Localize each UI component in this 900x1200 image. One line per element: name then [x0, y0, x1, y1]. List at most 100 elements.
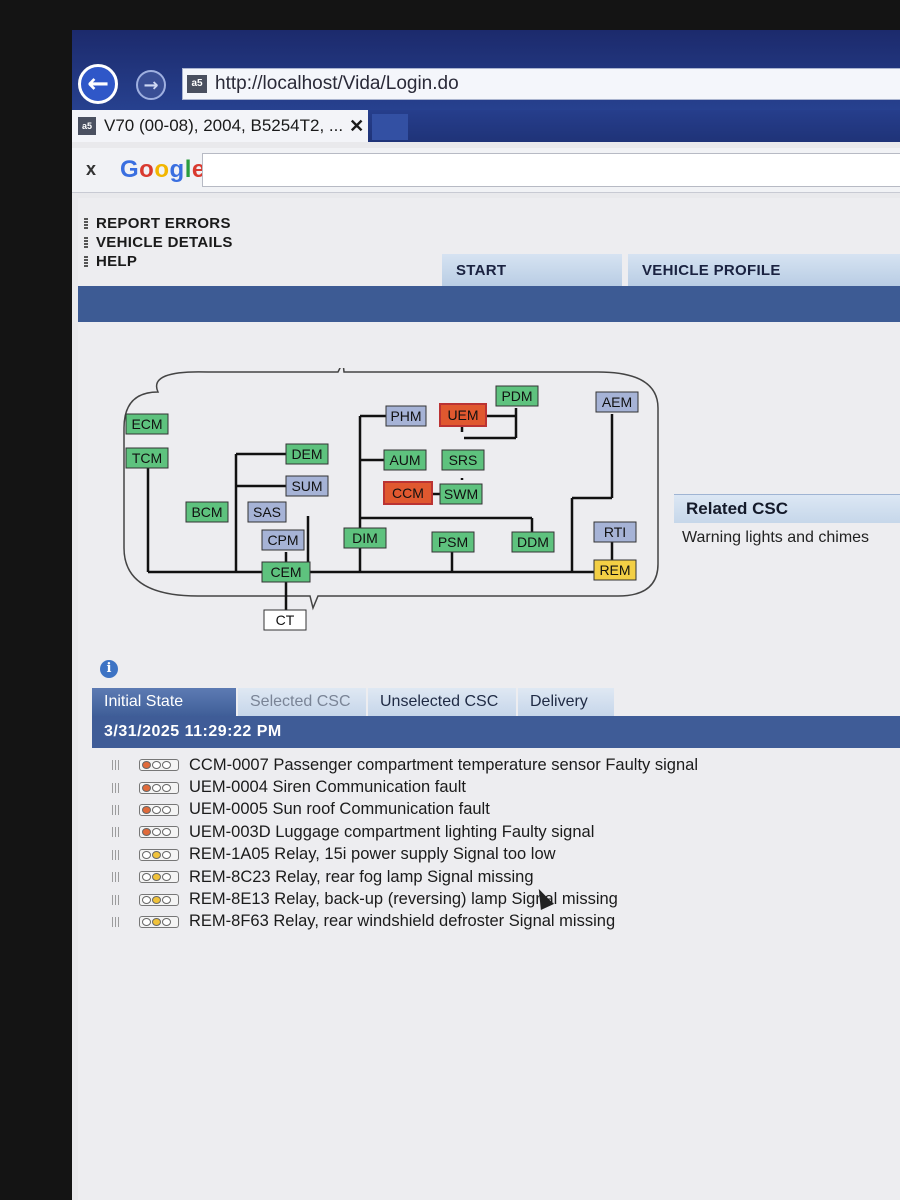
tab-close-icon[interactable]: ✕: [349, 115, 365, 136]
module-box[interactable]: [593, 559, 637, 581]
module-box[interactable]: [431, 531, 475, 553]
module-box[interactable]: [441, 449, 485, 471]
tab-selected-csc[interactable]: Selected CSC: [238, 688, 366, 716]
tab-initial-state[interactable]: Initial State: [92, 688, 236, 716]
module-label: RTI: [604, 524, 626, 540]
tab-delivery[interactable]: Delivery: [518, 688, 614, 716]
module-box[interactable]: [125, 447, 169, 469]
tab-unselected-csc[interactable]: Unselected CSC: [368, 688, 516, 716]
module-psm[interactable]: PSM: [431, 531, 475, 553]
module-dim[interactable]: DIM: [343, 527, 387, 549]
module-aum[interactable]: AUM: [383, 449, 427, 471]
fault-row[interactable]: CCM-0007 Passenger compartment temperatu…: [112, 754, 698, 776]
status-light-dot: [142, 805, 151, 814]
module-box[interactable]: [593, 521, 637, 543]
fault-row[interactable]: UEM-0004 Siren Communication fault: [112, 776, 698, 798]
module-box[interactable]: [261, 561, 311, 583]
module-aem[interactable]: AEM: [595, 391, 639, 413]
module-sas[interactable]: SAS: [247, 501, 287, 523]
module-box[interactable]: [383, 449, 427, 471]
forward-button[interactable]: →: [136, 70, 166, 100]
drag-handle-icon[interactable]: [112, 849, 121, 860]
report-errors-link[interactable]: REPORT ERRORS: [84, 214, 233, 233]
module-box[interactable]: [185, 501, 229, 523]
fault-row[interactable]: REM-8F63 Relay, rear windshield defroste…: [112, 911, 698, 933]
module-box[interactable]: [285, 475, 329, 497]
module-cpm[interactable]: CPM: [261, 529, 305, 551]
status-lights-icon: [139, 848, 179, 861]
module-srs[interactable]: SRS: [441, 449, 485, 471]
module-box[interactable]: [343, 527, 387, 549]
module-rem[interactable]: REM: [593, 559, 637, 581]
drag-handle-icon[interactable]: [112, 782, 121, 793]
module-box[interactable]: [385, 405, 427, 427]
drag-handle-icon[interactable]: [112, 916, 121, 927]
status-lights-icon: [139, 803, 179, 816]
module-label: PSM: [438, 534, 468, 550]
module-cem[interactable]: CEM: [261, 561, 311, 583]
drag-handle-icon[interactable]: [112, 804, 121, 815]
module-box[interactable]: [263, 609, 307, 631]
vehicle-details-link[interactable]: VEHICLE DETAILS: [84, 233, 233, 252]
fault-row[interactable]: UEM-0005 Sun roof Communication fault: [112, 799, 698, 821]
status-light-dot: [162, 805, 171, 814]
module-phm[interactable]: PHM: [385, 405, 427, 427]
module-sum[interactable]: SUM: [285, 475, 329, 497]
fault-row[interactable]: REM-1A05 Relay, 15i power supply Signal …: [112, 844, 698, 866]
fault-row[interactable]: REM-8C23 Relay, rear fog lamp Signal mis…: [112, 866, 698, 888]
fault-text: REM-8E13 Relay, back-up (reversing) lamp…: [189, 890, 618, 909]
status-lights-icon: [139, 781, 179, 794]
module-box[interactable]: [595, 391, 639, 413]
google-search-input[interactable]: [202, 153, 900, 187]
back-button[interactable]: ←: [78, 64, 118, 104]
module-dem[interactable]: DEM: [285, 443, 329, 465]
toolbar-close-icon[interactable]: x: [86, 159, 97, 179]
module-box[interactable]: [511, 531, 555, 553]
tab-title: V70 (00-08), 2004, B5254T2, ...: [104, 116, 344, 135]
module-ddm[interactable]: DDM: [511, 531, 555, 553]
module-box[interactable]: [261, 529, 305, 551]
network-diagram: ECM TCM BCM SAS CPM CEM CT DEM SUM PHM UEM PDM AUM SR…: [123, 368, 659, 631]
module-tcm[interactable]: TCM: [125, 447, 169, 469]
module-swm[interactable]: SWM: [439, 483, 483, 505]
module-box[interactable]: [439, 403, 487, 427]
fault-row[interactable]: UEM-003D Luggage compartment lighting Fa…: [112, 821, 698, 843]
side-links: REPORT ERRORS VEHICLE DETAILS HELP: [84, 214, 233, 271]
readout-timestamp: 3/31/2025 11:29:22 PM: [92, 716, 900, 748]
module-pdm[interactable]: PDM: [495, 385, 539, 407]
status-light-dot: [152, 850, 161, 859]
module-box[interactable]: [125, 413, 169, 435]
module-box[interactable]: [495, 385, 539, 407]
module-box[interactable]: [285, 443, 329, 465]
module-ecm[interactable]: ECM: [125, 413, 169, 435]
drag-handle-icon[interactable]: [112, 827, 121, 838]
new-tab-button[interactable]: [372, 114, 408, 140]
module-label: SWM: [444, 486, 478, 502]
address-bar[interactable]: a5 http://localhost/Vida/Login.do: [182, 68, 900, 100]
status-lights-icon: [139, 915, 179, 928]
fault-row[interactable]: REM-8E13 Relay, back-up (reversing) lamp…: [112, 888, 698, 910]
drag-handle-icon[interactable]: [112, 760, 121, 771]
module-label: PDM: [501, 388, 532, 404]
related-csc-item[interactable]: Warning lights and chimes: [682, 529, 870, 546]
tab-start[interactable]: START: [442, 254, 622, 286]
tab-vehicle-profile[interactable]: VEHICLE PROFILE: [628, 254, 900, 286]
status-light-dot: [162, 895, 171, 904]
module-box[interactable]: [383, 481, 433, 505]
module-bcm[interactable]: BCM: [185, 501, 229, 523]
info-icon[interactable]: i: [100, 660, 118, 678]
bus-lines: [146, 408, 618, 610]
related-csc-title: Related CSC: [674, 494, 900, 523]
module-rti[interactable]: RTI: [593, 521, 637, 543]
module-ct[interactable]: CT: [263, 609, 307, 631]
module-uem[interactable]: UEM: [439, 403, 487, 427]
module-ccm[interactable]: CCM: [383, 481, 433, 505]
module-box[interactable]: [247, 501, 287, 523]
drag-handle-icon[interactable]: [112, 894, 121, 905]
help-link[interactable]: HELP: [84, 252, 233, 271]
browser-tab[interactable]: a5 V70 (00-08), 2004, B5254T2, ... ✕: [72, 110, 368, 142]
drag-handle-icon[interactable]: [112, 872, 121, 883]
header-strip: [78, 286, 900, 322]
address-url[interactable]: http://localhost/Vida/Login.do: [215, 73, 459, 94]
module-box[interactable]: [439, 483, 483, 505]
